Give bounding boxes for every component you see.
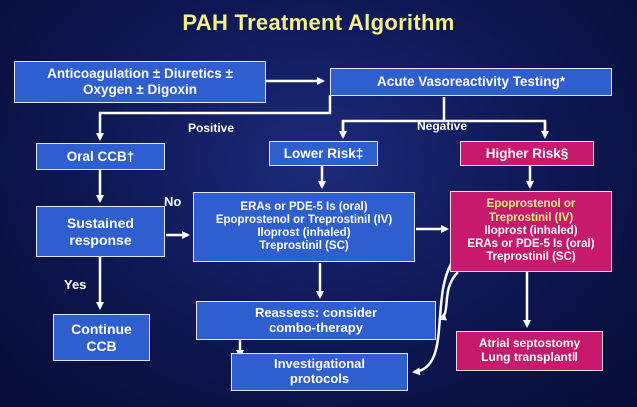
anticoagulation-box: Anticoagulation ± Diuretics ± Oxygen ± D…: [14, 61, 266, 103]
higher-therapy-highlight1: Epoprostenol or: [486, 198, 576, 211]
lower-therapy-line4: Treprostinil (SC): [259, 240, 349, 253]
anticoagulation-line2: Oxygen ± Digoxin: [83, 82, 197, 97]
higher-therapy-line3: Iloprost (inhaled): [484, 224, 578, 237]
investigational-line2: protocols: [289, 371, 350, 386]
investigational-line1: Investigational: [273, 356, 366, 372]
sustained-line2: response: [69, 231, 132, 248]
lower-risk-therapy-box: ERAs or PDE-5 Is (oral) Epoprostenol or …: [193, 192, 415, 262]
higher-therapy-line4: ERAs or PDE-5 Is (oral): [467, 238, 595, 251]
sustained-line1: Sustained: [67, 215, 134, 232]
lower-risk-label: Lower Risk‡: [283, 145, 364, 161]
higher-therapy-highlight2: Treprostinil (IV): [488, 211, 574, 224]
lower-therapy-line2: Epoprostenol or Treprostinil (IV): [215, 213, 393, 226]
oral-ccb-label: Oral CCB†: [66, 148, 135, 164]
septostomy-line1: Atrial septostomy: [478, 336, 581, 351]
lower-therapy-line3: Iloprost (inhaled): [257, 227, 351, 239]
higher-therapy-line5: Treprostinil (SC): [486, 251, 576, 264]
reassess-line2: combo-therapy: [269, 319, 363, 335]
septostomy-line2: Lung transplant‖: [481, 350, 578, 364]
continue-ccb-box: Continue CCB: [53, 314, 150, 361]
positive-label: Positive: [188, 121, 235, 135]
no-label: No: [164, 194, 182, 209]
lower-risk-box: Lower Risk‡: [269, 141, 378, 166]
anticoagulation-line1: Anticoagulation ± Diuretics ±: [47, 66, 233, 82]
reassess-line1: Reassess: consider: [254, 304, 378, 320]
diagram-title: PAH Treatment Algorithm: [182, 10, 455, 35]
higher-risk-box: Higher Risk§: [460, 141, 594, 166]
continue-ccb-line1: Continue: [71, 321, 132, 338]
yes-label: Yes: [64, 277, 87, 292]
negative-label: Negative: [417, 119, 468, 133]
vasoreactivity-testing-box: Acute Vasoreactivity Testing*: [330, 68, 612, 96]
higher-risk-label: Higher Risk§: [485, 145, 569, 161]
oral-ccb-box: Oral CCB†: [36, 143, 165, 170]
lower-therapy-line1: ERAs or PDE-5 Is (oral): [240, 200, 368, 213]
reassess-box: Reassess: consider combo-therapy: [196, 301, 436, 340]
vasoreactivity-testing-label: Acute Vasoreactivity Testing*: [376, 74, 566, 90]
continue-ccb-line2: CCB: [86, 337, 117, 354]
atrial-septostomy-box: Atrial septostomy Lung transplant‖: [456, 331, 603, 371]
higher-risk-therapy-box: Epoprostenol or Treprostinil (IV) Ilopro…: [450, 191, 612, 272]
sustained-response-box: Sustained response: [36, 206, 165, 257]
investigational-protocols-box: Investigational protocols: [231, 353, 408, 391]
